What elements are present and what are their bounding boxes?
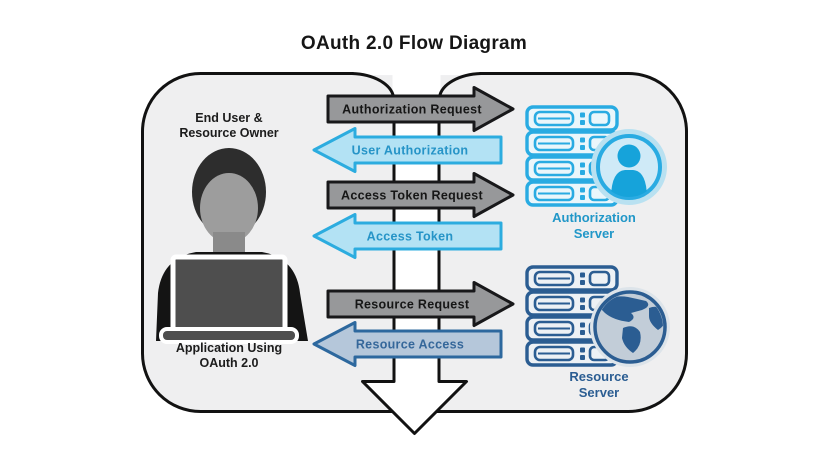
server-unit	[525, 180, 619, 207]
server-unit	[525, 265, 619, 292]
end-user-label-line2: Resource Owner	[179, 126, 279, 140]
laptop-base-icon	[159, 327, 299, 344]
end-user-label: End User & Resource Owner	[129, 111, 329, 141]
resource-server-label-line2: Server	[578, 384, 620, 400]
end-user-figure	[156, 148, 308, 344]
user-badge-icon	[591, 129, 667, 205]
application-label-line1: Application Using	[175, 341, 283, 355]
resource-server-icon	[525, 265, 670, 367]
resource-access-arrow: Resource Access	[312, 321, 503, 367]
left-shoulder-curve	[351, 72, 395, 98]
end-user-face	[200, 173, 258, 243]
authorization-request-arrow: Authorization Request	[326, 86, 515, 132]
flow-down-arrow-icon	[361, 95, 468, 435]
access-token-label: Access Token	[367, 230, 454, 244]
access-token-request-label: Access Token Request	[341, 189, 483, 203]
authorization-server-label: Authorization Server	[494, 210, 694, 241]
notch-border-eraser	[353, 69, 480, 76]
badge-person-head	[617, 144, 641, 168]
application-label-line2: OAuth 2.0	[199, 356, 259, 370]
authorization-server-icon	[525, 105, 667, 207]
user-authorization-arrow: User Authorization	[312, 127, 503, 173]
authorization-server-label-line2: Server	[573, 225, 615, 241]
end-user-label-line1: End User &	[195, 111, 263, 125]
badge-person-body	[611, 170, 647, 197]
server-unit	[525, 340, 619, 367]
authorization-request-label: Authorization Request	[342, 103, 482, 117]
resource-request-arrow: Resource Request	[326, 281, 515, 327]
application-label: Application Using OAuth 2.0	[129, 341, 329, 371]
resource-access-label: Resource Access	[356, 338, 464, 352]
resource-request-label: Resource Request	[355, 298, 470, 312]
channel-opening	[392, 73, 441, 98]
server-unit	[525, 105, 619, 132]
laptop-screen-icon	[170, 254, 288, 333]
access-token-arrow: Access Token	[312, 213, 503, 259]
access-token-request-arrow: Access Token Request	[326, 172, 515, 218]
user-authorization-label: User Authorization	[352, 144, 469, 158]
authorization-server-label-line1: Authorization	[552, 210, 636, 225]
resource-server-label-line1: Resource	[569, 369, 629, 384]
right-shoulder-curve	[438, 72, 482, 98]
resource-server-label: Resource Server	[499, 369, 699, 400]
diagram-title: OAuth 2.0 Flow Diagram	[300, 33, 528, 54]
globe-icon	[590, 287, 670, 367]
